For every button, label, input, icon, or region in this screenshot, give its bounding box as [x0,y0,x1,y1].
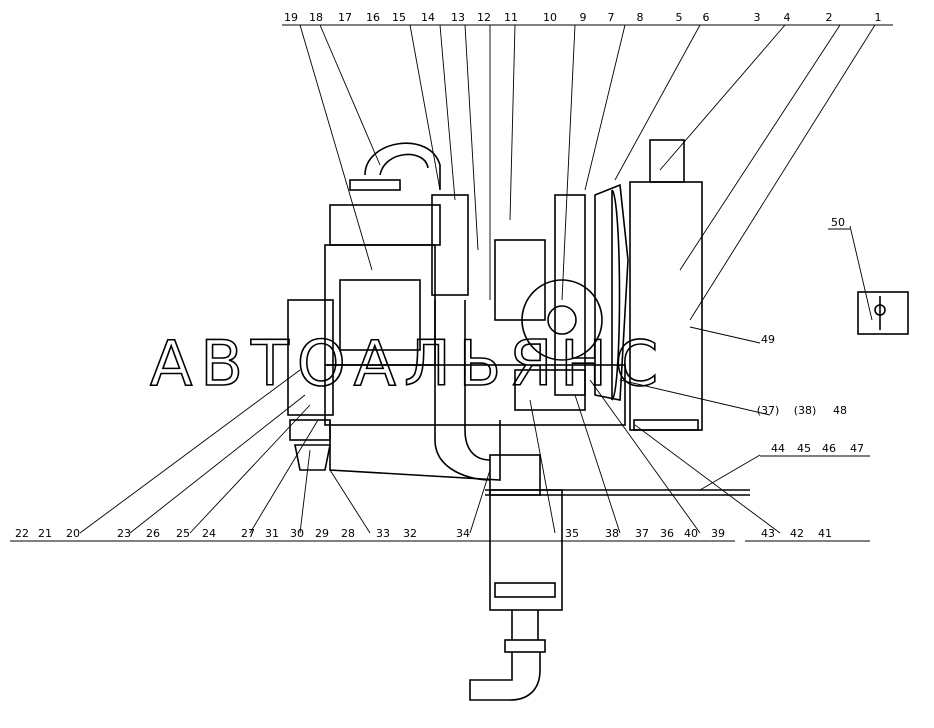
callout-top-13: 5 [676,11,683,24]
oil-pan [329,420,501,481]
callout-bottom-3: 23 [117,527,131,540]
flywheel-housing [287,299,334,416]
callout-bottom-17: 37 [635,527,649,540]
callout-top-14: 6 [703,11,710,24]
engine-drawing [287,139,909,701]
callout-top-11: 7 [608,11,615,24]
callout-top-1: 18 [309,11,323,24]
part-50-bracket [857,291,909,335]
callout-bottom-19: 40 [684,527,698,540]
exhaust-pipe [434,300,491,481]
callout-top-3: 16 [366,11,380,24]
callout-top-5: 14 [421,11,435,24]
intake-pipe [364,142,441,190]
radiator-tank [649,139,685,183]
callout-bottom-14: 34 [456,527,470,540]
callout-top-12: 8 [637,11,644,24]
air-cleaner [521,279,603,361]
callout-bottom-0: 22 [15,527,29,540]
callout-bottom-20: 39 [711,527,725,540]
callout-top-10: 9 [580,11,587,24]
callout-top-9: 10 [543,11,557,24]
callout-bottom-24: 44 [771,442,785,455]
callout-top-16: 4 [784,11,791,24]
callout-top-2: 17 [338,11,352,24]
callout-bottom-4: 26 [146,527,160,540]
callout-top-6: 13 [451,11,465,24]
callout-bottom-13: 32 [403,527,417,540]
callout-top-18: 1 [875,11,882,24]
callout-bottom-10: 29 [315,527,329,540]
callout-top-4: 15 [392,11,406,24]
callout-bottom-27: 47 [850,442,864,455]
callout-bottom-22: 42 [790,527,804,540]
watermark: АВТОАЛЬЯНС [150,327,666,400]
callout-bottom-5: 25 [176,527,190,540]
callout-bottom-26: 46 [822,442,836,455]
callout-bottom-16: 38 [605,527,619,540]
callout-bottom-8: 31 [265,527,279,540]
callout-right-1: 49 [761,333,775,346]
callout-bottom-25: 45 [797,442,811,455]
callout-top-0: 19 [284,11,298,24]
callout-bottom-21: 43 [761,527,775,540]
muffler-inlet [489,454,541,496]
callout-bottom-9: 30 [290,527,304,540]
callout-bottom-1: 21 [38,527,52,540]
callout-top-15: 3 [754,11,761,24]
callout-bottom-11: 28 [341,527,355,540]
fan [594,183,629,401]
callout-bottom-2: 20 [66,527,80,540]
callout-right-2: (37) [757,404,780,417]
callout-top-8: 11 [504,11,518,24]
callout-bottom-15: 35 [565,527,579,540]
callout-bottom-23: 41 [818,527,832,540]
callout-top-7: 12 [477,11,491,24]
callout-bottom-18: 36 [660,527,674,540]
callout-right-3: (38) [794,404,817,417]
muffler [489,489,563,611]
leader-lines [79,24,876,534]
callout-right-0: 50 [831,216,845,229]
callout-bottom-7: 27 [241,527,255,540]
callout-top-17: 2 [826,11,833,24]
tailpipe [469,652,541,701]
callout-bottom-12: 33 [376,527,390,540]
callout-bottom-6: 24 [202,527,216,540]
callout-right-4: 48 [833,404,847,417]
